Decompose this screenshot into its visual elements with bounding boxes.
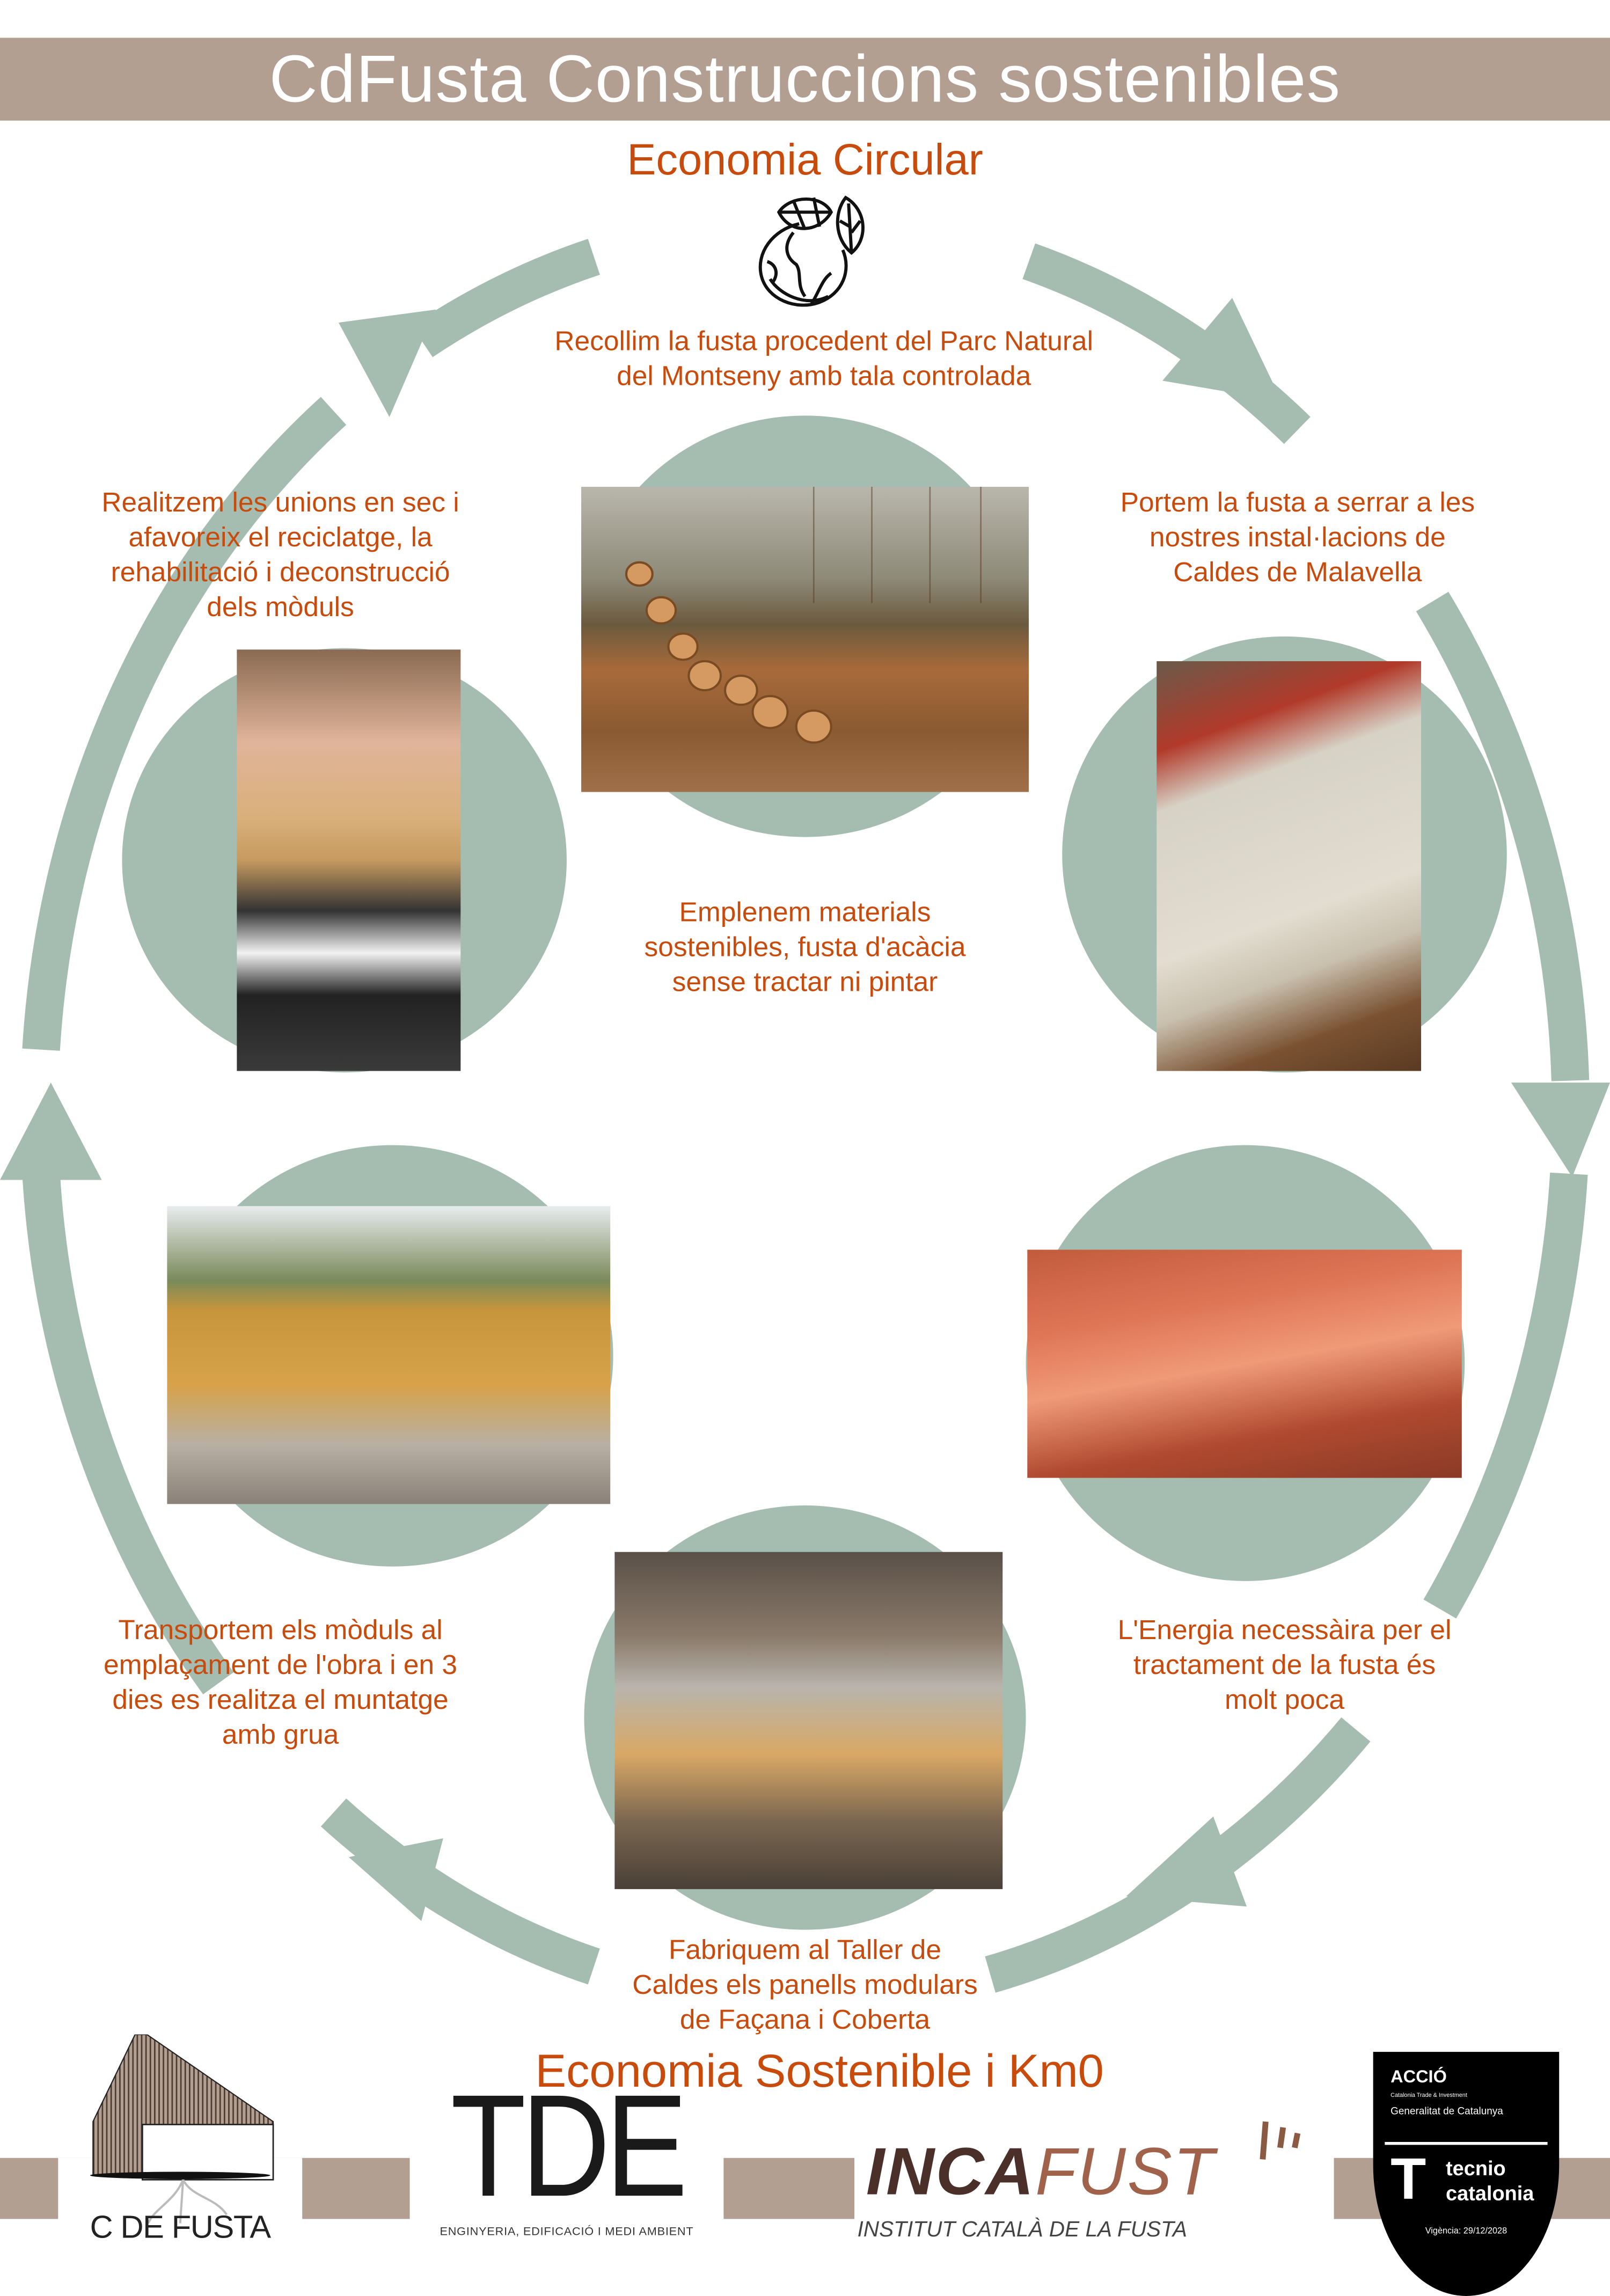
text-line: dies es realitza el muntatge xyxy=(112,1685,449,1716)
arrowhead-icon xyxy=(338,309,436,418)
heading-economia-sostenible: Economia Sostenible i Km0 xyxy=(535,2044,1104,2097)
text-line: Caldes de Malavella xyxy=(1173,558,1422,589)
text-line: molt poca xyxy=(1224,1685,1345,1716)
text-line: del Montseny amb tala controlada xyxy=(617,362,1031,393)
incafust-subtitle: INSTITUT CATALÀ DE LA FUSTA xyxy=(857,2217,1188,2242)
cdefusta-wordmark: C DE FUSTA xyxy=(90,2209,272,2246)
text-line: afavoreix el reciclatge, la xyxy=(128,523,433,554)
text-line: dels mòduls xyxy=(207,593,354,624)
photo-timber-beams xyxy=(1027,1249,1462,1478)
tecnio-t: T xyxy=(1391,2147,1426,2212)
text-line: Caldes els panells modulars xyxy=(632,1970,978,2001)
step-4-text: Fabriquem al Taller de Caldes els panell… xyxy=(587,1934,1023,2039)
vigencia-label: Vigència: 29/12/2028 xyxy=(1425,2227,1507,2236)
text-line: Portem la fusta a serrar a les xyxy=(1120,488,1475,519)
step-3-text: L'Energia necessàira per el tractament d… xyxy=(1066,1614,1502,1719)
arrowhead-icon xyxy=(1126,1816,1247,1907)
text-line: Realitzem les unions en sec i xyxy=(101,488,459,519)
text-line: L'Energia necessàira per el xyxy=(1117,1615,1452,1647)
title-band xyxy=(0,38,1610,121)
text-line: emplaçament de l'obra i en 3 xyxy=(104,1650,458,1681)
step-1-text: Recollim la fusta procedent del Parc Nat… xyxy=(460,325,1187,395)
photo-workshop xyxy=(614,1552,1003,1889)
incafust-logo: INCAFUST INSTITUT CATALÀ DE LA FUSTA xyxy=(854,2118,1334,2253)
text-line: rehabilitació i deconstrucció xyxy=(111,558,450,589)
heading-economia-circular: Economia Circular xyxy=(627,136,983,185)
arrowhead-icon xyxy=(1511,1083,1610,1178)
accio-label: ACCIÓ xyxy=(1391,2066,1447,2087)
ring-segment xyxy=(1416,591,1590,1081)
incafust-wordmark: INCAFUST xyxy=(866,2133,1216,2209)
photo-sawmill xyxy=(1157,661,1422,1071)
generalitat-label: Generalitat de Catalunya xyxy=(1391,2107,1503,2117)
tecnio-badge: ACCIÓ Catalonia Trade & Investment Gener… xyxy=(1373,2052,1560,2296)
arrowhead-icon xyxy=(0,1083,102,1180)
text-line: de Façana i Coberta xyxy=(679,2005,931,2036)
arrowhead-icon xyxy=(348,1838,443,1921)
ring-segment xyxy=(22,1172,234,1695)
tde-subtitle: ENGINYERIA, EDIFICACIÓ I MEDI AMBIENT xyxy=(440,2225,694,2238)
text-line: Emplenem materials xyxy=(679,898,931,929)
ring-segment xyxy=(985,1717,1371,1993)
text-line: nostres instal·lacions de xyxy=(1149,523,1446,554)
text-line: Recollim la fusta procedent del Parc Nat… xyxy=(554,327,1094,358)
cdefusta-logo: C DE FUSTA xyxy=(58,2034,303,2267)
page-title: CdFusta Construccions sostenibles xyxy=(269,40,1341,116)
ring-segment xyxy=(1022,243,1311,444)
step-5-text: Transportem els mòduls al emplaçament de… xyxy=(62,1614,498,1754)
photo-module-assembly xyxy=(167,1206,611,1504)
accio-sub: Catalonia Trade & Investment xyxy=(1391,2091,1467,2098)
photo-logs-forest xyxy=(581,487,1029,792)
arrowhead-icon xyxy=(1162,298,1282,401)
ring-segment xyxy=(22,397,347,1051)
step-6-text: Realitzem les unions en sec i afavoreix … xyxy=(62,487,498,626)
tde-wordmark: TDE xyxy=(450,2065,688,2228)
ring-segment xyxy=(411,239,600,357)
step-2-text: Portem la fusta a serrar a les nostres i… xyxy=(1080,487,1516,591)
globe-leaves-icon xyxy=(758,195,865,307)
tde-logo: TDE ENGINYERIA, EDIFICACIÓ I MEDI AMBIEN… xyxy=(409,2074,724,2246)
text-line: tractament de la fusta és xyxy=(1133,1650,1436,1681)
ring-segment xyxy=(1423,1172,1588,1619)
text-line: amb grua xyxy=(222,1720,339,1751)
center-text: Emplenem materials sostenibles, fusta d'… xyxy=(587,897,1023,1001)
photo-screw-joint xyxy=(237,649,461,1071)
text-line: sostenibles, fusta d'acàcia xyxy=(644,933,966,964)
text-line: sense tractar ni pintar xyxy=(672,968,938,999)
text-line: Transportem els mòduls al xyxy=(118,1615,443,1647)
text-line: Fabriquem al Taller de xyxy=(668,1935,942,1966)
ring-segment xyxy=(320,1798,600,1985)
